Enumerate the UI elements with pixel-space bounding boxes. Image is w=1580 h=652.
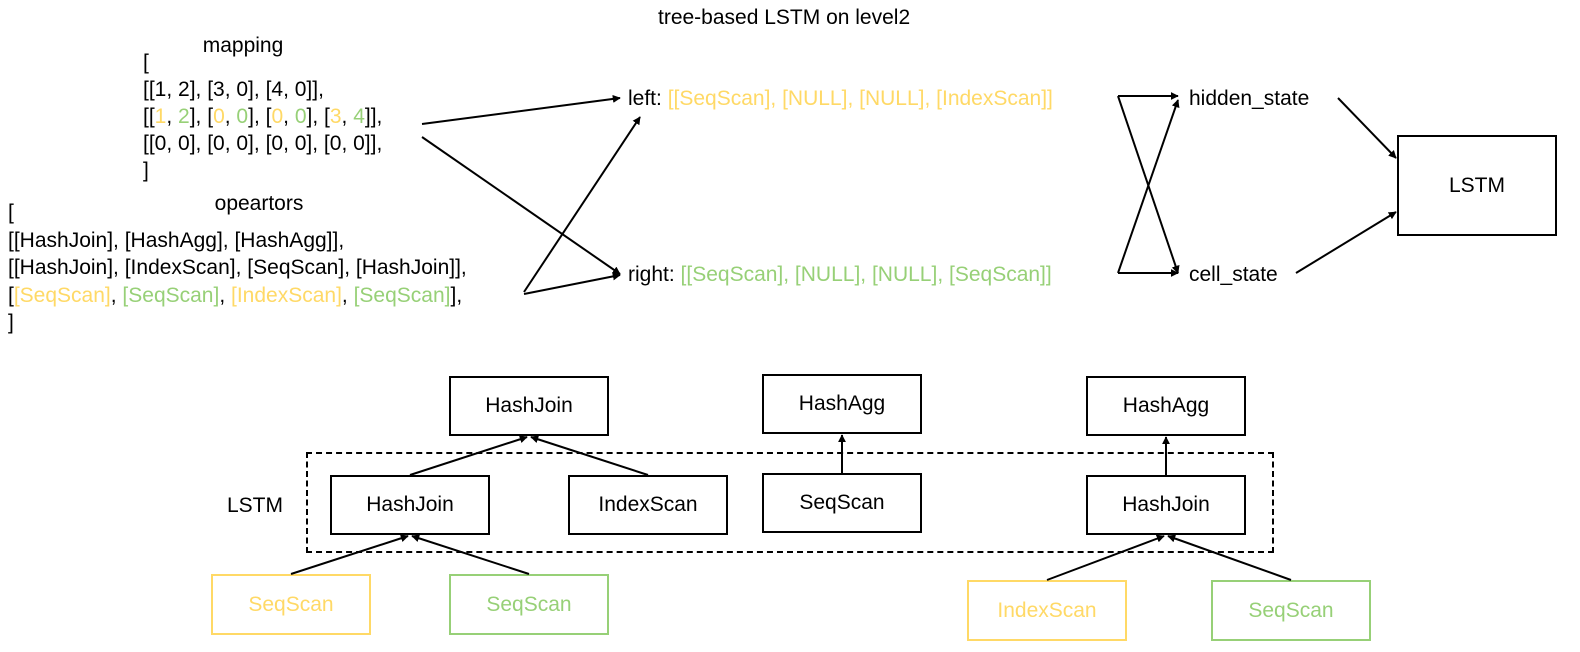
mapping-row-2-segment: 0 — [294, 105, 307, 128]
mapping-label: mapping — [202, 34, 284, 57]
operators-row-3-segment: [IndexScan] — [231, 284, 342, 307]
tree-leaf-node: IndexScan — [967, 580, 1127, 641]
tree-edge-arrow — [411, 534, 530, 575]
mapping-row-2-segment: ], [ — [189, 105, 214, 128]
operators-to-left-arrow — [523, 116, 641, 293]
mapping-row-2-segment: , — [341, 105, 354, 128]
right-label: right: — [628, 263, 681, 286]
mapping-row-2: [[1, 2], [0, 0], [0, 0], [3, 4]], — [143, 104, 382, 130]
tree-leaf-node: SeqScan — [211, 574, 371, 635]
operators-close-bracket: ] — [8, 311, 14, 334]
mapping-row-2-segment: 3 — [329, 105, 342, 128]
diagram-title: tree-based LSTM on level2 — [658, 6, 911, 29]
mapping-row-2-segment: 0 — [236, 105, 249, 128]
tree-mid-node: HashJoin — [330, 475, 490, 535]
lstm-region-label: LSTM — [227, 494, 284, 517]
mapping-row-2-segment: , — [224, 105, 237, 128]
mapping-row-2-segment: 0 — [271, 105, 284, 128]
mapping-row-1: [[1, 2], [3, 0], [4, 0]], — [143, 78, 324, 101]
tree-edge-arrow — [1167, 534, 1292, 581]
left-input: left: [[SeqScan], [NULL], [NULL], [Index… — [628, 86, 1053, 112]
operators-label: opeartors — [214, 192, 304, 215]
mapping-row-2-segment: [[ — [143, 105, 155, 128]
tree-top-node: HashJoin — [449, 376, 609, 436]
operators-row-3-segment: [SeqScan] — [122, 284, 220, 307]
tree-top-node: HashAgg — [762, 374, 922, 434]
right-input: right: [[SeqScan], [NULL], [NULL], [SeqS… — [628, 262, 1052, 288]
mapping-row-2-segment: ]], — [364, 105, 383, 128]
mapping-row-2-segment: 4 — [353, 105, 365, 128]
tree-mid-node: HashJoin — [1086, 475, 1246, 535]
mapping-row-2-segment: ], [ — [248, 105, 272, 128]
operators-row-3-segment: , — [110, 284, 123, 307]
cell-state-label: cell_state — [1189, 263, 1278, 286]
lstm-region — [306, 452, 1274, 553]
operators-row-3-segment: [ — [8, 284, 14, 307]
operators-row-3-segment: [SeqScan] — [353, 284, 451, 307]
tree-edge-arrow — [1046, 534, 1165, 581]
mapping-row-2-segment: 0 — [213, 105, 225, 128]
operators-row-2: [[HashJoin], [IndexScan], [SeqScan], [Ha… — [8, 256, 467, 279]
tree-leaf-node: SeqScan — [449, 574, 609, 635]
operators-row-3-segment: [SeqScan] — [13, 284, 111, 307]
mapping-row-2-segment: , — [283, 105, 295, 128]
tree-top-node: HashAgg — [1086, 376, 1246, 436]
operators-open-bracket: [ — [8, 201, 14, 224]
tree-edge-arrow — [409, 435, 528, 476]
mapping-row-2-segment: ], [ — [306, 105, 330, 128]
tree-leaf-node: SeqScan — [1211, 580, 1371, 641]
operators-row-1: [[HashJoin], [HashAgg], [HashAgg]], — [8, 229, 345, 252]
tree-mid-node: IndexScan — [568, 475, 728, 535]
mapping-to-left-arrow — [421, 94, 621, 125]
cell-to-lstm-arrow — [1295, 211, 1397, 274]
left-label: left: — [628, 87, 668, 110]
mapping-row-2-segment: 1 — [154, 105, 167, 128]
operators-row-3-segment: , — [341, 284, 354, 307]
mapping-to-right-arrow — [421, 136, 621, 275]
operators-to-right-arrow — [523, 272, 621, 295]
mapping-row-2-segment: 2 — [178, 105, 190, 128]
lstm-box: LSTM — [1397, 135, 1557, 236]
mapping-row-3: [[0, 0], [0, 0], [0, 0], [0, 0]], — [143, 132, 383, 155]
right-to-hidden-arrow — [1117, 99, 1180, 274]
mapping-open-bracket: [ — [143, 51, 149, 74]
hidden-to-lstm-arrow — [1337, 97, 1397, 159]
tree-edge-arrow — [530, 435, 649, 476]
right-value: [[SeqScan], [NULL], [NULL], [SeqScan]] — [680, 263, 1052, 286]
tree-edge-arrow — [290, 534, 409, 575]
mapping-row-2-segment: , — [166, 105, 179, 128]
left-value: [[SeqScan], [NULL], [NULL], [IndexScan]] — [667, 87, 1053, 110]
operators-row-3-segment: ], — [450, 284, 463, 307]
hidden-state-label: hidden_state — [1189, 87, 1310, 110]
operators-row-3-segment: , — [219, 284, 231, 307]
operators-row-3: [[SeqScan], [SeqScan], [IndexScan], [Seq… — [8, 283, 462, 309]
tree-mid-node: SeqScan — [762, 473, 922, 533]
mapping-close-bracket: ] — [143, 159, 149, 182]
